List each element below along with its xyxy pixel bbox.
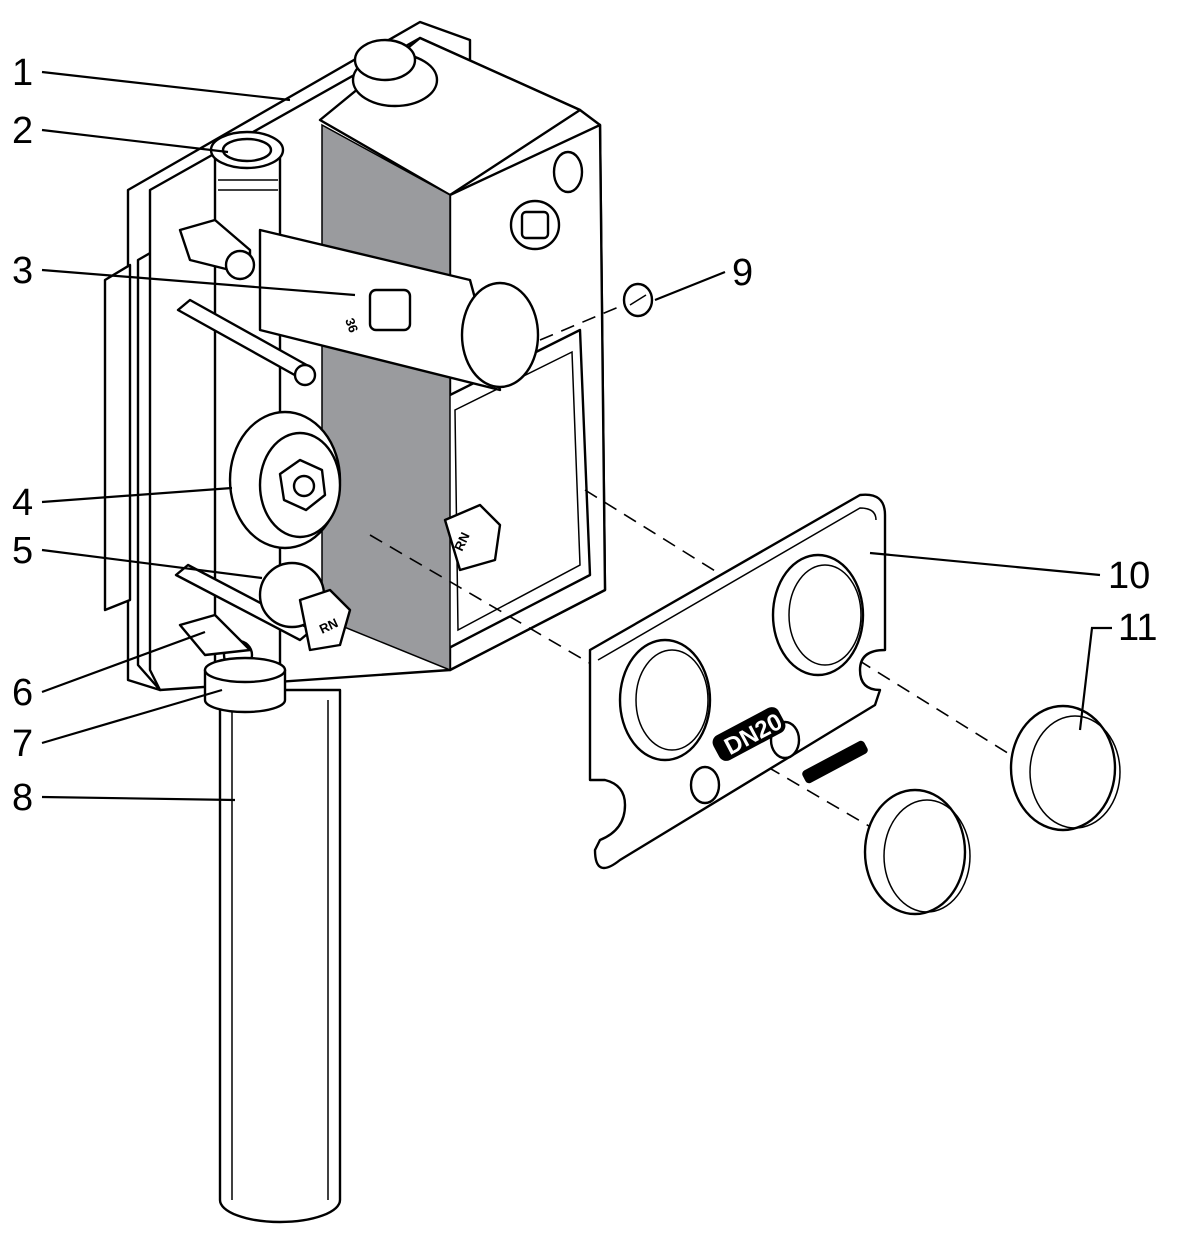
- callout-6: 6: [12, 672, 33, 714]
- callout-8: 8: [12, 777, 33, 819]
- small-screw: [622, 282, 654, 318]
- svg-text:36: 36: [342, 316, 361, 335]
- callout-4: 4: [12, 482, 33, 524]
- valve-assembly: [228, 410, 342, 550]
- inner-rn-cap: RN: [443, 503, 502, 572]
- callout-leaders: [41, 70, 1112, 802]
- cap-marking-inner: RN: [451, 530, 473, 553]
- callout-2: 2: [12, 110, 33, 152]
- callout-3: 3: [12, 250, 33, 292]
- cap-marking-lower: RN: [317, 615, 340, 637]
- callout-7: 7: [12, 723, 33, 765]
- bottom-nut: [203, 656, 287, 714]
- cover-plate: DN20: [588, 493, 887, 870]
- callout-numbers: 1 2 3 4 5 6 7 8 9 10 11: [12, 52, 1157, 819]
- mounting-clamp-upper: [178, 218, 256, 281]
- riser-pipe: [218, 688, 342, 1224]
- callout-10: 10: [1108, 555, 1150, 597]
- side-screw: [509, 199, 561, 251]
- mounting-bolt-upper: [176, 298, 317, 387]
- lower-valve: RN: [258, 561, 352, 652]
- plug-small: [863, 788, 971, 916]
- top-cap: [351, 38, 439, 108]
- callout-1: 1: [12, 52, 33, 94]
- callout-11: 11: [1118, 607, 1157, 649]
- horizontal-tube: 36: [258, 228, 540, 392]
- callout-5: 5: [12, 530, 33, 572]
- plug-large: [1009, 704, 1121, 832]
- callout-9: 9: [732, 252, 753, 294]
